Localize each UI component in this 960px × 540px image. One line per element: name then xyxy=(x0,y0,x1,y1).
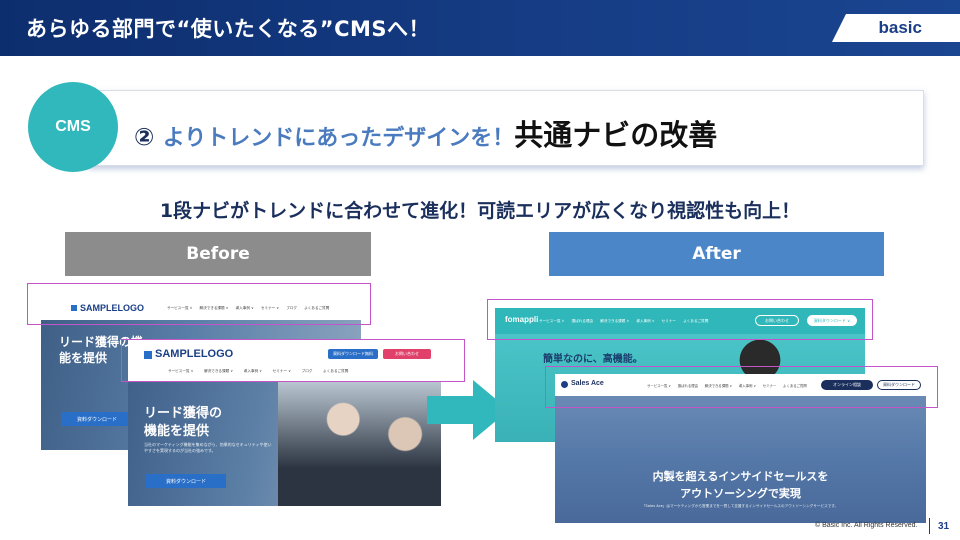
after-front-screenshot: Sales Ace サービス一覧 ∨ 選ばれる理由 解決できる課題 ∨ 導入事例… xyxy=(555,374,926,523)
before-front-screenshot: SAMPLELOGO 資料ダウンロード無料 お問い合わせ サービス一覧 ∨ 解決… xyxy=(128,340,441,506)
before-label: Before xyxy=(65,232,371,276)
sales-ace-logo-icon xyxy=(561,381,568,388)
company-logo: basic xyxy=(878,18,922,37)
logo-plate xyxy=(832,14,960,42)
title-bar xyxy=(88,90,924,166)
before-front-hero: リード獲得の 機能を提供 当社のマーケティング機能を集めながら、効果的なセキュリ… xyxy=(128,382,441,506)
before-back-nav-items: サービス一覧 ∨ 解決できる課題 ∨ 導入事例 ∨ セミナー ∨ ブログ よくあ… xyxy=(167,306,330,310)
before-front-hero-line2: 機能を提供 xyxy=(144,424,210,439)
after-back-logo: fomappli xyxy=(505,315,539,324)
subheading: 1段ナビがトレンドに合わせて進化！可読エリアが広くなり視認性も向上！ xyxy=(159,200,801,222)
before-back-hero-text: リード獲得の機能を提供 xyxy=(59,335,144,365)
before-front-logo: SAMPLELOGO xyxy=(155,348,234,360)
after-front-online-button[interactable]: オンライン相談 xyxy=(821,380,873,390)
before-front-body: 当社のマーケティング機能を集めながら、効果的なセキュリティや使いやすさを実現する… xyxy=(144,442,272,453)
after-front-nav: Sales Ace サービス一覧 ∨ 選ばれる理由 解決できる課題 ∨ 導入事例… xyxy=(555,374,926,396)
sample-logo-icon xyxy=(144,351,152,359)
title-number: ② xyxy=(134,123,155,151)
footer-divider xyxy=(929,518,930,534)
before-back-nav-highlight xyxy=(27,283,371,325)
after-back-hero: 簡単なのに、高機能。 xyxy=(543,354,643,365)
after-back-nav: fomappli サービス一覧 ∨ 選ばれる理由 解決できる課題 ∨ 導入事例 … xyxy=(495,308,865,334)
after-front-hero-line1: 内製を超えるインサイドセールスを xyxy=(652,470,829,483)
after-front-hero-line2: アウトソーシングで実現 xyxy=(680,487,801,500)
cms-badge-label: CMS xyxy=(55,118,91,135)
before-front-nav: SAMPLELOGO 資料ダウンロード無料 お問い合わせ サービス一覧 ∨ 解決… xyxy=(128,340,441,382)
section-title: ② よりトレンドにあったデザインを！共通ナビの改善 xyxy=(134,112,717,154)
title-main: 共通ナビの改善 xyxy=(514,118,718,152)
title-subtext: よりトレンドにあったデザインを！ xyxy=(162,126,515,151)
copyright: © Basic Inc. All Rights Reserved. xyxy=(815,522,918,529)
page-number: 31 xyxy=(938,521,950,532)
before-front-nav-highlight xyxy=(121,339,465,382)
after-front-nav-highlight xyxy=(545,366,938,408)
before-front-cta[interactable]: 資料ダウンロード xyxy=(146,474,226,488)
after-front-body: 「Sales Ace」はマーケティングから営業までを一貫して支援するインサイドセ… xyxy=(641,504,839,508)
sample-logo-icon xyxy=(71,305,77,311)
after-front-hero: 内製を超えるインサイドセールスを アウトソーシングで実現 「Sales Ace」… xyxy=(555,396,926,523)
after-label: After xyxy=(549,232,884,276)
before-front-nav-items: サービス一覧 ∨ 解決できる課題 ∨ 導入事例 ∨ セミナー ∨ ブログ よくあ… xyxy=(168,369,349,373)
before-back-nav: SAMPLELOGO サービス一覧 ∨ 解決できる課題 ∨ 導入事例 ∨ セミナ… xyxy=(41,292,361,320)
after-front-logo: Sales Ace xyxy=(571,380,604,387)
after-back-contact-button[interactable]: お問い合わせ xyxy=(755,315,799,326)
after-back-download-button[interactable]: 資料ダウンロード ∨ xyxy=(807,315,857,326)
business-people-photo xyxy=(278,382,441,506)
before-back-cta[interactable]: 資料ダウンロード xyxy=(61,412,133,426)
cms-badge: CMS xyxy=(28,82,118,172)
before-back-logo: SAMPLELOGO xyxy=(80,303,145,313)
before-front-hero-line1: リード獲得の xyxy=(144,406,223,421)
slide-title: あらゆる部門で“使いたくなる”CMSへ！ xyxy=(26,17,431,41)
before-front-download-button[interactable]: 資料ダウンロード無料 xyxy=(328,349,378,359)
slide-header xyxy=(0,0,960,56)
before-front-contact-button[interactable]: お問い合わせ xyxy=(383,349,431,359)
after-front-nav-items: サービス一覧 ∨ 選ばれる理由 解決できる課題 ∨ 導入事例 ∨ セミナー よく… xyxy=(647,384,807,388)
after-front-download-button[interactable]: 資料ダウンロード xyxy=(877,380,921,390)
after-back-nav-items: サービス一覧 ∨ 選ばれる理由 解決できる課題 ∨ 導入事例 ∨ セミナー よく… xyxy=(539,319,709,323)
arrow-right-icon xyxy=(427,380,509,440)
after-back-nav-highlight xyxy=(487,299,873,340)
